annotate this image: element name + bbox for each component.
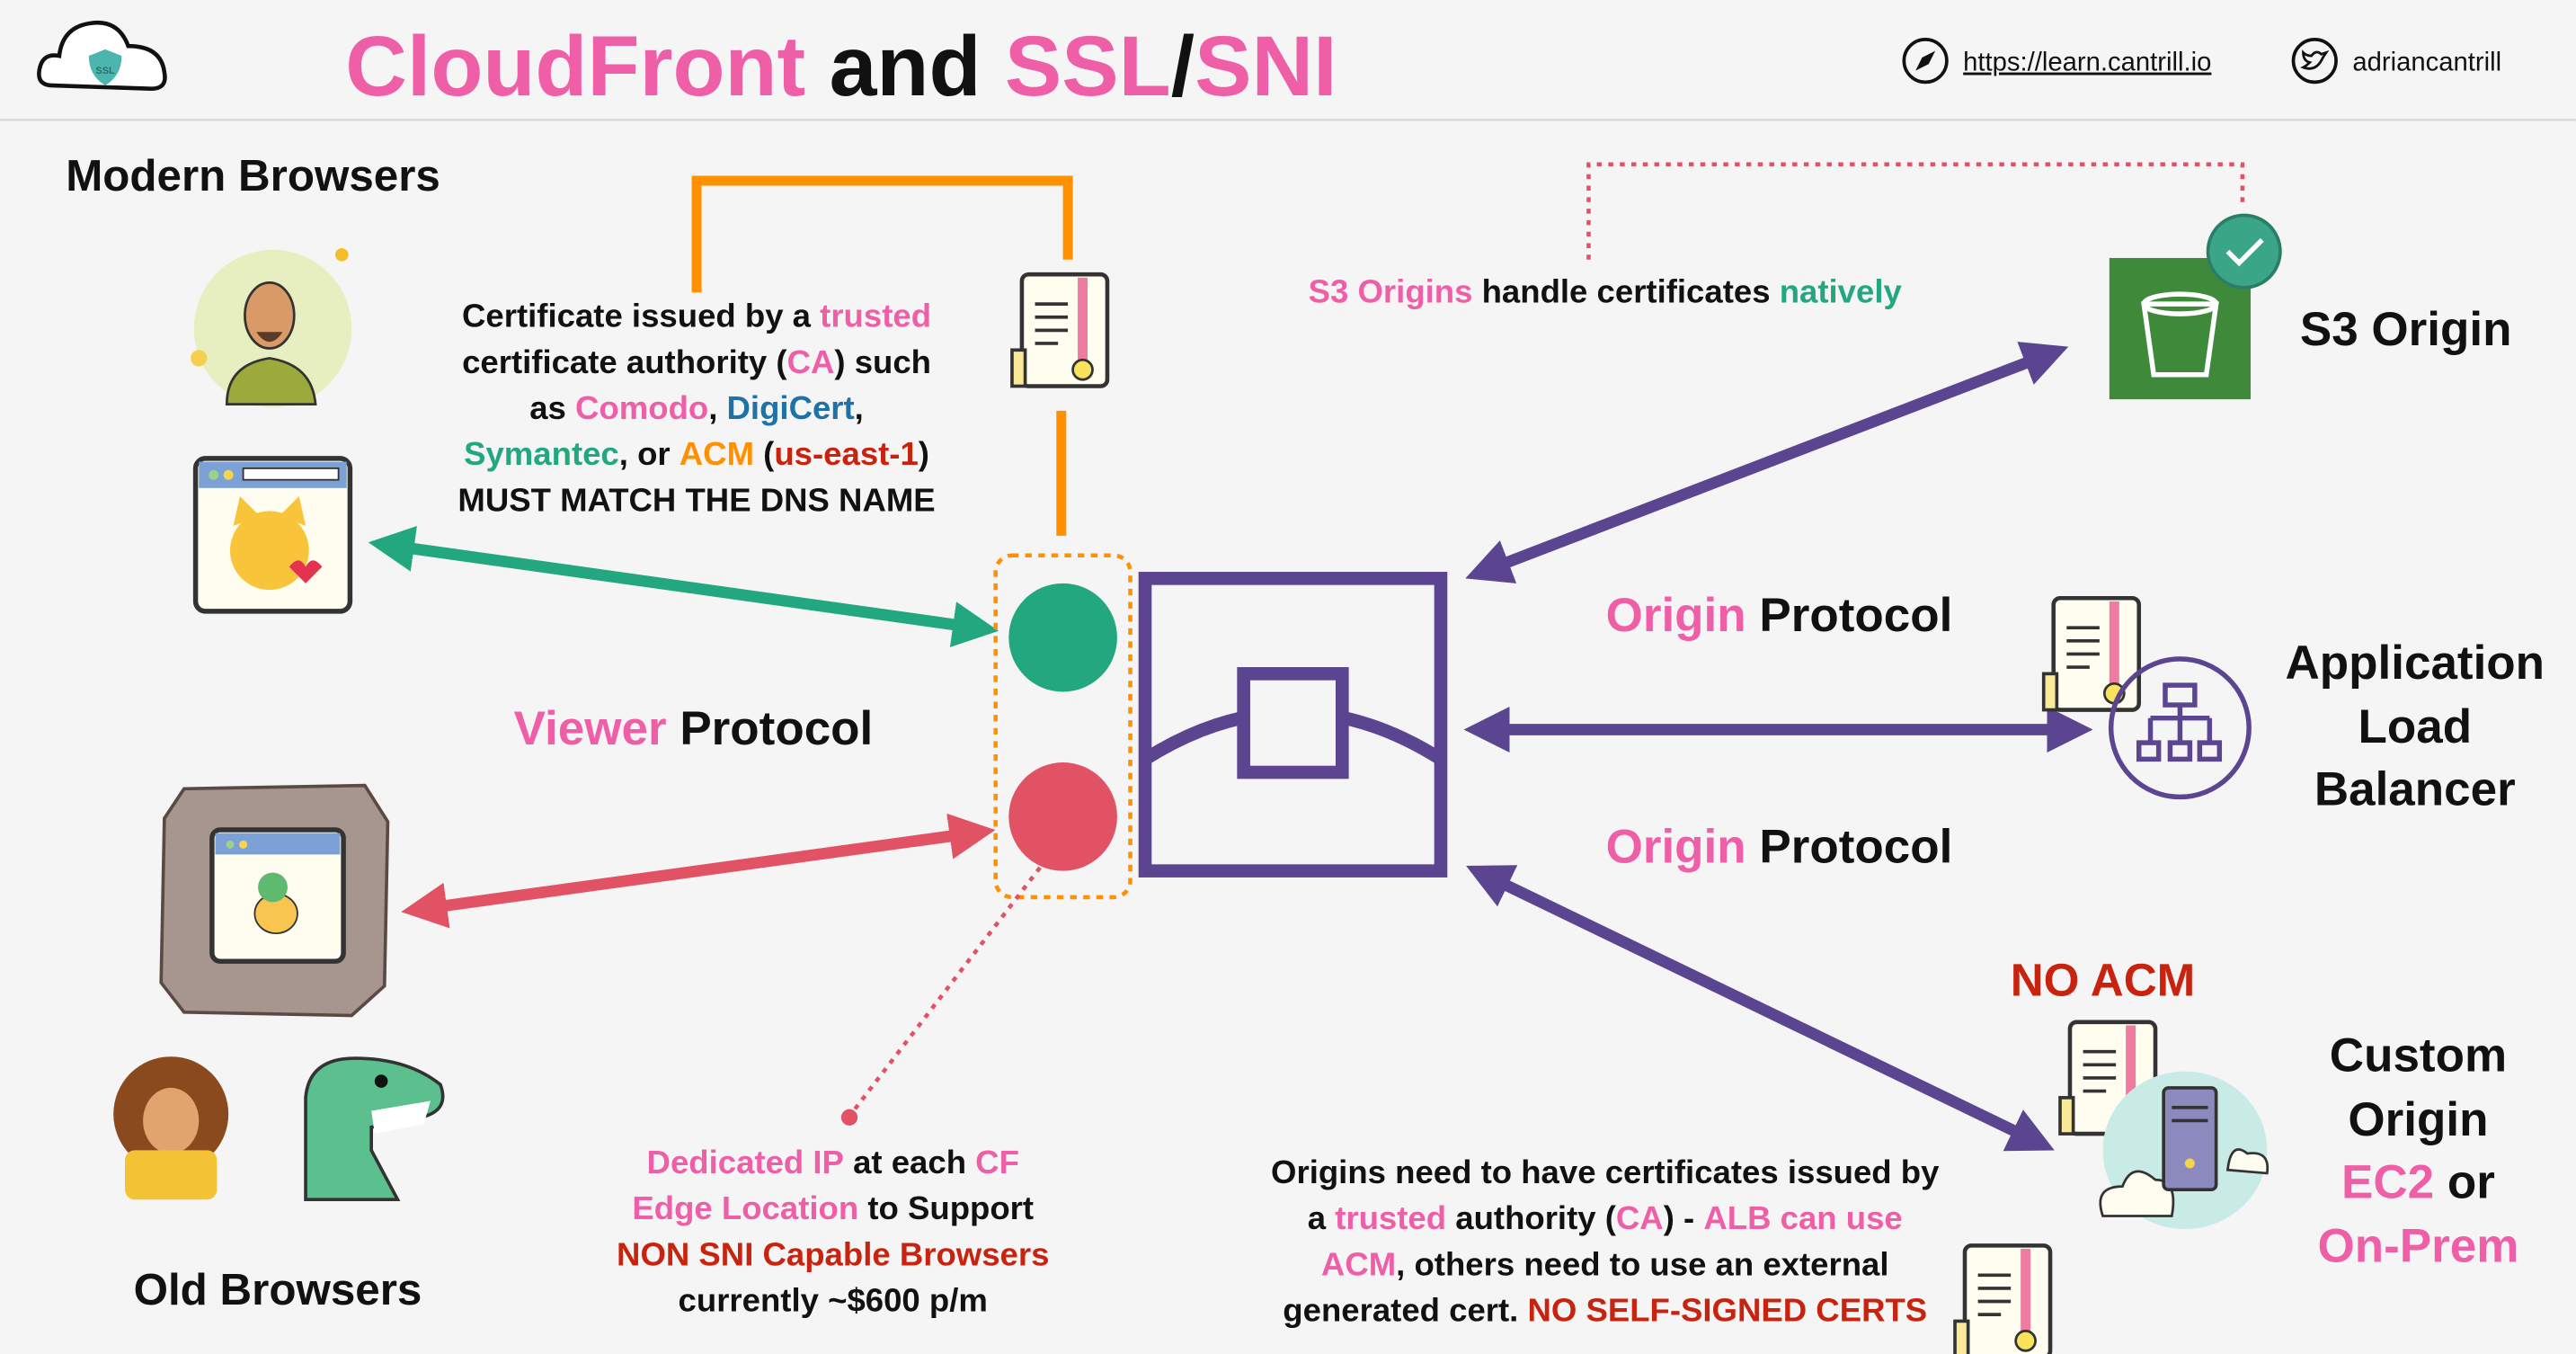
- svg-text:Origin: Origin: [2348, 1093, 2488, 1146]
- sni-endpoint-green: [1008, 583, 1117, 692]
- no-acm-label: NO ACM: [2011, 955, 2196, 1006]
- svg-text:Certificate issued by a truste: Certificate issued by a trusted: [462, 298, 931, 334]
- origin-protocol-label-top: Origin Protocol: [1606, 589, 1953, 642]
- dedicated-ip-note: Dedicated IP at each CF Edge Location to…: [617, 1144, 1049, 1319]
- svg-text:certificate authority (CA) suc: certificate authority (CA) such: [462, 343, 931, 380]
- svg-text:Custom: Custom: [2330, 1029, 2507, 1082]
- website-link[interactable]: https://learn.cantrill.io: [1963, 49, 2211, 77]
- svg-text:ACM, others need to use an ext: ACM, others need to use an external: [1321, 1245, 1889, 1282]
- viewer-protocol-label: Viewer Protocol: [448, 702, 912, 755]
- svg-text:as Comodo, DigiCert,: as Comodo, DigiCert,: [529, 389, 864, 426]
- svg-text:NON SNI Capable Browsers: NON SNI Capable Browsers: [617, 1235, 1049, 1272]
- svg-text:Edge Location to Support: Edge Location to Support: [632, 1189, 1034, 1226]
- alb-certificate-icon: [2044, 598, 2139, 709]
- svg-text:a trusted authority (CA) - ALB: a trusted authority (CA) - ALB can use: [1308, 1199, 1903, 1236]
- svg-text:Balancer: Balancer: [2314, 763, 2516, 816]
- edge-endpoints-group: [993, 553, 1133, 900]
- svg-text:Origins need to have certifica: Origins need to have certificates issued…: [1271, 1154, 1940, 1190]
- origin-protocol-label-bottom: Origin Protocol: [1606, 821, 1953, 874]
- user-avatar-icon: [191, 247, 352, 408]
- dedicated-ip-pointer: [849, 866, 1042, 1116]
- server-cloud-icon: [2099, 1071, 2270, 1230]
- svg-text:Application: Application: [2286, 637, 2545, 690]
- modern-browsers-label: Modern Browsers: [66, 151, 440, 200]
- svg-text:generated cert. NO SELF-SIGNED: generated cert. NO SELF-SIGNED CERTS: [1283, 1291, 1927, 1328]
- svg-text:EC2 or: EC2 or: [2341, 1155, 2495, 1208]
- s3-note-connector: [1586, 162, 2245, 260]
- s3-origin-label: S3 Origin: [2300, 303, 2512, 356]
- origin-note: Origins need to have certificates issued…: [1271, 1154, 1940, 1329]
- old-browser-stone-icon: [159, 783, 390, 1018]
- caveman-icon: [113, 1056, 229, 1200]
- modern-browser-window-icon: [192, 456, 353, 614]
- ssl-cloud-logo-icon: SSL: [37, 20, 167, 91]
- s3-bucket-icon: [2109, 213, 2282, 400]
- s3-origin-arrow: [1465, 342, 2069, 583]
- svg-text:MUST MATCH THE DNS NAME: MUST MATCH THE DNS NAME: [457, 481, 935, 518]
- svg-text:currently ~$600 p/m: currently ~$600 p/m: [679, 1281, 988, 1318]
- cert-connector-line: [691, 175, 1073, 293]
- svg-text:Dedicated IP at each CF: Dedicated IP at each CF: [647, 1144, 1019, 1180]
- compass-icon: [1902, 38, 1949, 85]
- svg-text:On-Prem: On-Prem: [2318, 1220, 2519, 1273]
- old-browsers-label: Old Browsers: [134, 1265, 422, 1314]
- custom-origin-arrow: [1466, 865, 2055, 1152]
- svg-text:Load: Load: [2358, 700, 2472, 753]
- modern-viewer-arrow: [368, 526, 999, 647]
- custom-origin-label: Custom Origin EC2 or On-Prem: [2318, 1029, 2519, 1273]
- svg-text:Symantec, or ACM (us-east-1): Symantec, or ACM (us-east-1): [464, 435, 929, 472]
- logo-text: SSL: [95, 66, 115, 76]
- dinosaur-icon: [304, 1056, 445, 1202]
- twitter-icon: [2291, 38, 2338, 85]
- cloudfront-icon: [1138, 572, 1448, 877]
- pointer-dot: [840, 1109, 858, 1126]
- alb-label: Application Load Balancer: [2286, 637, 2545, 816]
- origin-note-certificate-icon: [1955, 1245, 2050, 1354]
- s3-note: S3 Origins handle certificates natively: [1309, 272, 1903, 309]
- twitter-handle[interactable]: adriancantrill: [2352, 49, 2501, 77]
- cert-note: Certificate issued by a trusted certific…: [457, 298, 935, 519]
- dedicated-ip-endpoint-red: [1008, 762, 1117, 871]
- load-balancer-icon: [2108, 656, 2252, 800]
- certificate-icon: [1012, 274, 1107, 386]
- old-viewer-arrow: [401, 813, 996, 929]
- page-title: CloudFront and SSL/SNI: [227, 19, 1408, 114]
